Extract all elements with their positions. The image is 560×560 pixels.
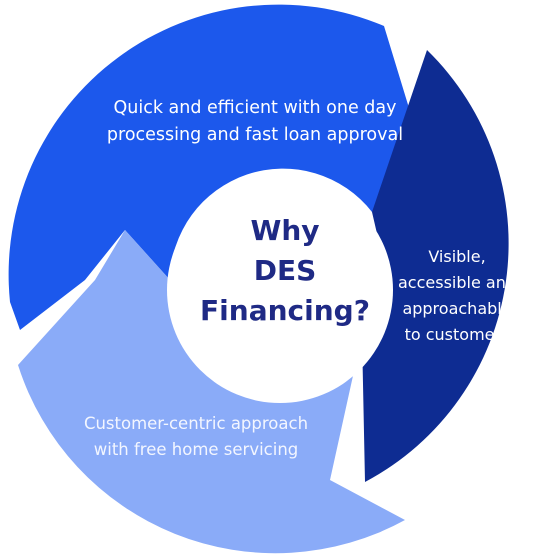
segment-text-line: Visible,: [428, 247, 486, 266]
segment-customer-centric: [18, 230, 405, 554]
center-title-line: Why: [250, 214, 320, 247]
segment-text-line: Customer-centric approach: [83, 414, 309, 433]
center-circle: [167, 177, 393, 403]
segment-text-line: accessible and: [398, 273, 516, 292]
segment-text-line: Quick and efficient with one day: [113, 98, 397, 118]
segment-text-line: processing and fast loan approval: [106, 125, 404, 145]
center-title-line: Financing?: [200, 294, 370, 327]
center-title-line: DES: [253, 254, 317, 287]
segment-visible-accessible: [362, 50, 509, 482]
segment-quick-approval: [8, 4, 428, 331]
segment-text-customer-centric: Customer-centric approach with free home…: [62, 411, 330, 463]
segment-text-line: approachable: [402, 299, 512, 318]
segment-text-quick-approval: Quick and efficient with one day process…: [70, 95, 440, 149]
segment-text-line: with free home servicing: [93, 440, 299, 459]
segment-text-visible-accessible: Visible, accessible and approachable to …: [378, 244, 536, 348]
center-title: Why DES Financing?: [195, 211, 375, 331]
segment-text-line: to customers: [404, 325, 510, 344]
